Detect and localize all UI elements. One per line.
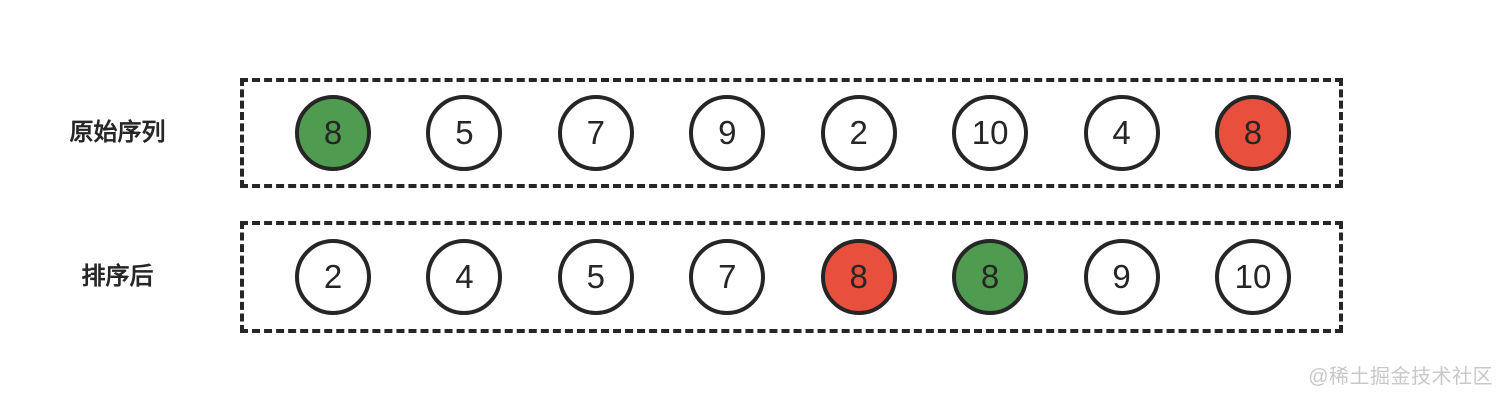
watermark-text: @稀土掘金技术社区 bbox=[1308, 366, 1493, 388]
sequence-node-5: 5 bbox=[557, 239, 634, 315]
sequence-node-9: 9 bbox=[1083, 239, 1160, 315]
sequence-node-10: 10 bbox=[1214, 239, 1291, 315]
sequence-node-8-red: 8 bbox=[1214, 95, 1291, 171]
sequence-node-2: 2 bbox=[295, 239, 371, 315]
sequence-node-4: 4 bbox=[1083, 95, 1160, 171]
sequence-node-7: 7 bbox=[557, 95, 634, 171]
sequence-node-5: 5 bbox=[426, 95, 503, 171]
sequence-node-8-green: 8 bbox=[952, 239, 1029, 315]
sequence-node-4: 4 bbox=[426, 239, 503, 315]
sequence-node-8-green: 8 bbox=[295, 95, 371, 171]
row-label-original-sequence: 原始序列 bbox=[69, 119, 166, 146]
sequence-node-2: 2 bbox=[820, 95, 897, 171]
sequence-node-8-red: 8 bbox=[820, 239, 897, 315]
sequence-node-7: 7 bbox=[689, 239, 766, 315]
row-label-sorted-sequence: 排序后 bbox=[81, 263, 154, 290]
sequence-node-10: 10 bbox=[952, 95, 1029, 171]
sequence-node-9: 9 bbox=[689, 95, 766, 171]
